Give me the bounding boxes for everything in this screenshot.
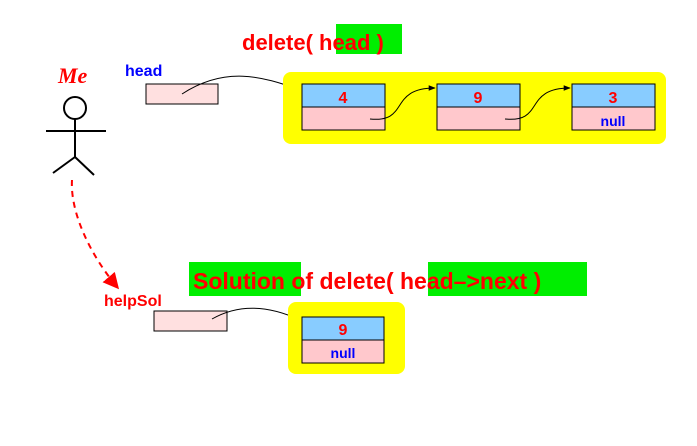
- recursive-call-arrow: [70, 179, 120, 290]
- stick-figure-icon: [46, 96, 106, 176]
- title-highlight-bg: [336, 24, 402, 54]
- top-node-2: 9: [436, 83, 521, 131]
- top-node-2-next-cell: [436, 106, 521, 131]
- subtitle-highlight-2-bg: [428, 262, 587, 296]
- title: delete( head ): [242, 24, 402, 55]
- helper-label: helpSol: [104, 293, 162, 310]
- bottom-node-1-next-cell: [301, 339, 385, 364]
- top-node-3-next-cell: [571, 106, 656, 131]
- head-label: head: [125, 63, 162, 80]
- helper-pointer-box: [153, 310, 228, 332]
- top-node-1-value: 4: [339, 90, 348, 107]
- person-label: Me: [57, 63, 88, 88]
- subtitle: Solution of delete( head–>next ): [189, 262, 587, 296]
- subtitle-highlight-1-bg: [189, 262, 301, 296]
- subtitle-text: Solution of delete( head–>next ): [193, 268, 541, 294]
- top-node-3-value: 3: [609, 90, 618, 107]
- top-node-3-next: null: [601, 113, 626, 129]
- top-link-2-to-3: [504, 85, 571, 120]
- person: Me: [46, 63, 106, 176]
- top-node-1-next-cell: [301, 106, 386, 131]
- top-node-1: 4: [301, 83, 386, 131]
- bottom-node-1-value: 9: [339, 322, 348, 339]
- title-text: delete( head ): [242, 30, 384, 55]
- bottom-node-1-next: null: [331, 345, 356, 361]
- top-node-2-value: 9: [474, 90, 483, 107]
- bottom-node-1: 9 null: [301, 316, 385, 364]
- top-node-3: 3 null: [571, 83, 656, 131]
- top-link-1-to-2: [369, 85, 436, 120]
